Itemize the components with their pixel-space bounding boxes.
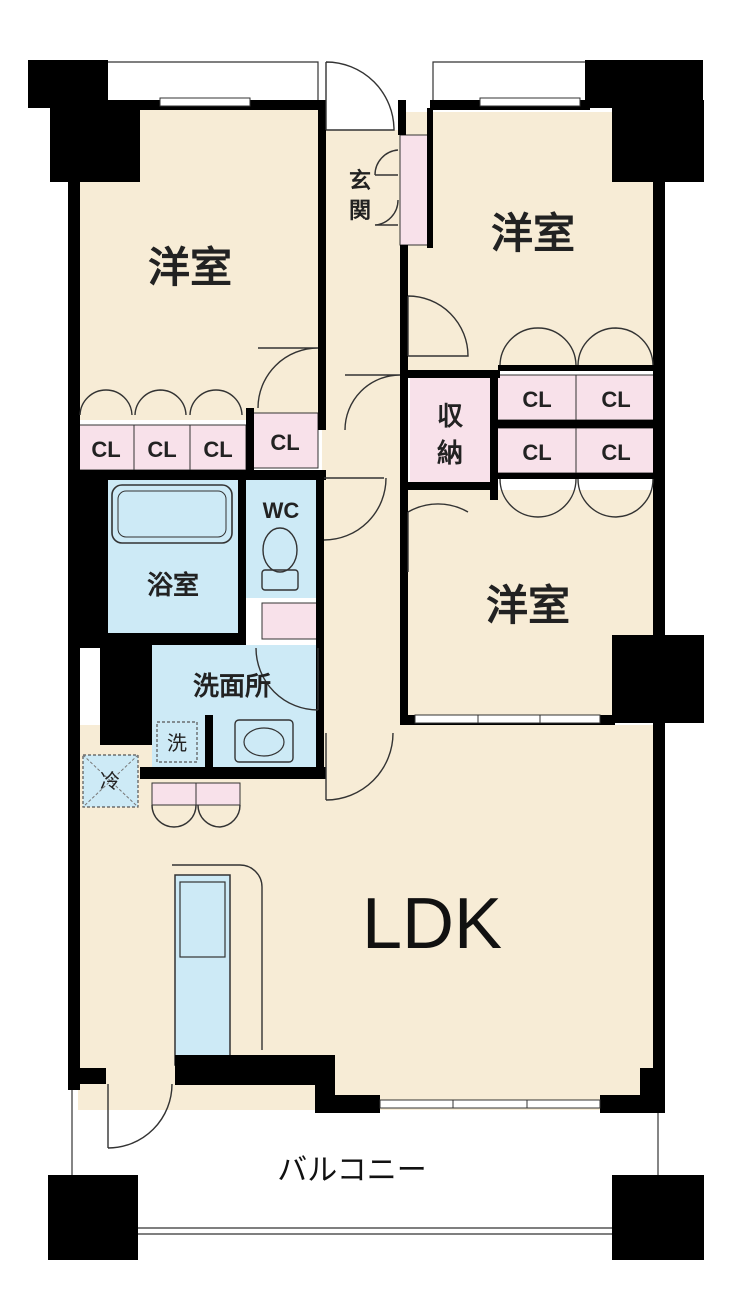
door-swing-storage: [344, 374, 401, 431]
entrance-cabinet-arc: [374, 149, 399, 226]
door-swing-washroom: [255, 647, 319, 711]
window-room3: [414, 714, 601, 724]
wall-wash-partition: [205, 715, 213, 770]
closet-label: CL: [601, 387, 630, 412]
hallway-floor: [322, 130, 404, 728]
bathtub-inner: [117, 490, 227, 538]
window-top-left: [159, 97, 251, 107]
toilet-bowl: [262, 527, 298, 573]
door-swings: [79, 61, 654, 1149]
wall-storage-top: [400, 370, 500, 378]
wall-bath-bottom: [68, 633, 246, 645]
wall-hall-left: [318, 100, 326, 430]
window-top-right: [479, 97, 581, 107]
closet-fills: [77, 134, 656, 806]
closet-label: CL: [522, 387, 551, 412]
room-label-bathroom: 浴室: [147, 570, 199, 601]
door-swing-room1: [257, 347, 319, 409]
wall-closet-top: [498, 365, 655, 371]
door-swing-room2: [407, 295, 469, 357]
toilet-tank: [261, 569, 299, 591]
entrance-shoe-cabinet: [399, 134, 429, 246]
western-room-3-floor: [405, 490, 653, 718]
closet-label: CL: [270, 430, 299, 455]
room-label-ldk: LDK: [362, 884, 502, 964]
fridge-label: 冷: [100, 769, 120, 793]
closet-left-single: [251, 412, 319, 469]
door-swing-entrance: [325, 61, 395, 131]
closet-label: CL: [203, 437, 232, 462]
closet-door-arc: [151, 804, 241, 828]
wall-right: [653, 175, 665, 1090]
washroom-floor: [152, 645, 320, 767]
storage-room: [410, 378, 492, 488]
wall-room1-bottom: [68, 470, 326, 480]
room-label-wc: WC: [263, 498, 300, 523]
room-label-storage-1: 収: [437, 402, 464, 432]
fixtures: [82, 484, 299, 808]
room-label-western-3: 洋室: [486, 581, 570, 630]
closet-label: CL: [147, 437, 176, 462]
closet-label: CL: [522, 440, 551, 465]
column: [612, 100, 704, 182]
bathtub: [111, 484, 233, 544]
walls: [28, 60, 704, 1260]
washroom-cabinet: [261, 602, 319, 640]
rails: [71, 61, 659, 1235]
balcony-label: バルコニー: [277, 1153, 426, 1188]
closet-door-arc: [499, 327, 654, 366]
wc-floor: [245, 478, 318, 598]
wash-basin-bowl: [243, 727, 285, 757]
column: [612, 1175, 704, 1260]
washer-label: 洗: [167, 731, 187, 755]
wall-closet-mid: [498, 420, 655, 428]
windows: [159, 97, 601, 1109]
wall-bottom-kitchen: [175, 1055, 335, 1085]
counter-curve: [172, 864, 263, 1050]
door-swing-balcony: [107, 1083, 173, 1149]
washer-space: [156, 721, 198, 763]
closet-door-arc: [79, 389, 243, 416]
closet-label: CL: [91, 437, 120, 462]
kitchen-counter: [174, 874, 231, 1066]
wall-wash-bottom: [140, 767, 326, 779]
top-rail-left: [108, 61, 319, 100]
wall-storage-right: [490, 370, 498, 500]
room-label-washroom: 洗面所: [193, 672, 271, 702]
room-label-entrance-1: 玄: [349, 168, 371, 194]
closet-door-arc: [499, 478, 654, 518]
window-ldk: [379, 1099, 601, 1109]
closet-label: CL: [601, 440, 630, 465]
fridge-cross: [82, 754, 139, 808]
door-swing-wc: [323, 477, 387, 541]
wall-bath-wc: [238, 478, 246, 638]
wall-storage-bottom: [400, 482, 498, 490]
wall-closet-bottom: [498, 473, 655, 479]
wall-entrance-top: [398, 100, 406, 135]
wall-bottom-step2: [315, 1095, 380, 1113]
room-label-western-2: 洋室: [491, 209, 575, 258]
bathroom-floor: [108, 478, 238, 633]
room-label-storage-2: 納: [437, 438, 463, 469]
wall-entrance: [427, 108, 433, 248]
door-swing-ldk: [325, 732, 394, 801]
wall-wc-right: [316, 478, 324, 768]
room-label-western-1: 洋室: [148, 243, 232, 292]
wall-wash-left: [100, 645, 152, 745]
column: [48, 1175, 138, 1260]
wall-bottom-rightcorner: [640, 1068, 665, 1113]
wall-bath-left: [68, 478, 108, 648]
kitchen-sink: [179, 881, 226, 958]
wall-closet-left: [246, 408, 254, 472]
wash-basin: [234, 719, 294, 763]
column: [50, 100, 140, 182]
door-swing-room3: [407, 503, 469, 572]
labels: 洋室 洋室 洋室 LDK 浴室 WC 洗面所 玄 関 収 納 バルコニー CL …: [91, 168, 630, 1188]
wall-bottom-left: [68, 1068, 106, 1084]
top-rail-right: [432, 61, 585, 100]
room-label-entrance-2: 関: [349, 199, 371, 224]
closet-left-strip: [77, 424, 247, 471]
